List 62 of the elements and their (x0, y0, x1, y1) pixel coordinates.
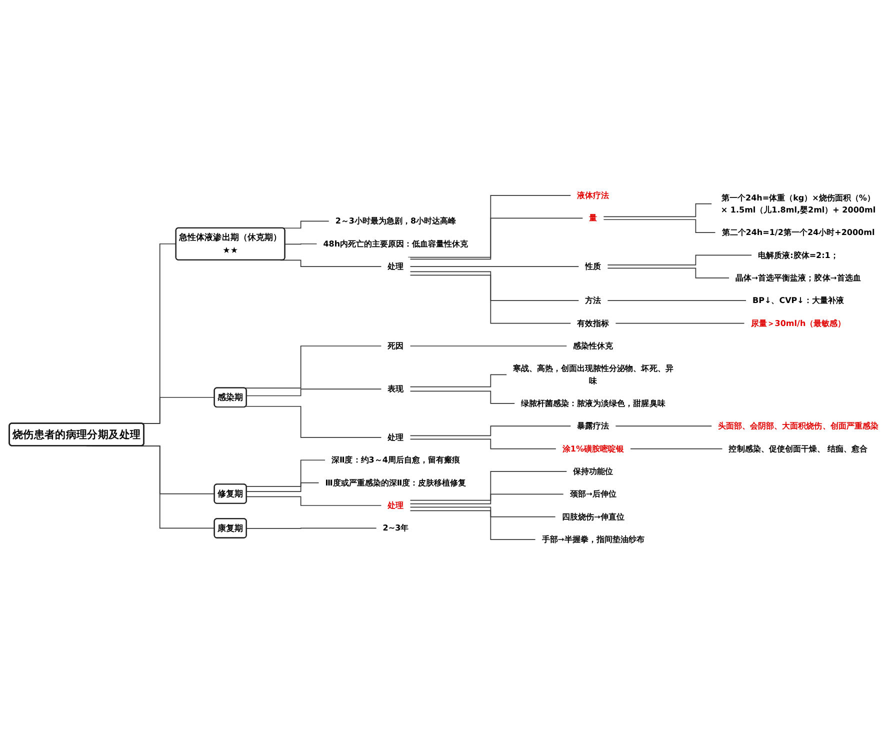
node-text: 寒战、高热，创面出现脓性分泌物、坏死、异味 (513, 364, 674, 386)
node-text: 第一个24h=体重（kg）×烧伤面积（%）× 1.5ml（儿1.8ml,婴2ml）+ 2000ml (720, 193, 876, 215)
node-text: 控制感染、促使创面干燥、 结痂、愈合 (728, 444, 868, 454)
node-text: 处理 (388, 262, 404, 272)
connector (410, 266, 580, 268)
node-text: 绿脓杆菌感染：脓液为淡绿色，甜腥臭味 (521, 398, 666, 409)
node-text: 保持功能位 (573, 467, 614, 477)
connector (410, 510, 536, 540)
connector (630, 448, 723, 450)
connector (246, 460, 326, 488)
connector (603, 204, 712, 218)
connector (410, 439, 556, 450)
node-text: 处理 (388, 501, 404, 511)
node-text: 液体疗法 (577, 191, 610, 201)
node-text: 暴露疗法 (577, 422, 610, 432)
node-text: 48h内死亡的主要原因：低血容量性休克 (323, 239, 468, 250)
connector (410, 472, 568, 502)
connector (607, 300, 747, 302)
connector (284, 244, 318, 246)
connector (408, 196, 572, 258)
connector (410, 374, 508, 388)
node-text: 手部➞半握拳，指间垫油纱布 (542, 535, 645, 545)
connector (410, 426, 572, 437)
connector (603, 220, 716, 234)
node-text: 晶体➞首选平衡盐液；胶体➞首选血 (735, 273, 861, 284)
connector (607, 255, 752, 266)
node-text: 四肢烧伤➞伸直位 (562, 512, 625, 522)
connector (410, 391, 516, 404)
connector (615, 323, 745, 324)
connector (246, 406, 382, 438)
connector (410, 507, 556, 518)
connector (243, 346, 382, 389)
node-text: 尿量＞30ml/h（最敏感） (750, 318, 846, 328)
connector (246, 496, 382, 506)
node-text: 2~3年 (382, 524, 409, 534)
connector (246, 389, 382, 397)
connector (410, 275, 572, 324)
node-text: 颈部➞后伸位 (570, 490, 617, 500)
node-text: BP↓、CVP↓：大量补液 (752, 296, 844, 306)
node-text: 涂1%磺胺嘧啶银 (562, 444, 624, 454)
node-text: 电解质液:胶体=2:1； (758, 250, 838, 260)
node-text: 感染性休克 (573, 342, 614, 352)
node-text: 深Ⅱ度：约3～4周后自愈，留有瘢痕 (331, 456, 460, 466)
connector (410, 218, 584, 260)
node-text: 第二个24h=1/2第一个24小时+2000ml (722, 228, 875, 238)
node-text: 表现 (388, 384, 404, 394)
connector (246, 528, 377, 530)
node-text: 方法 (585, 296, 602, 306)
node-text: 死因 (388, 342, 404, 352)
node-text: 处理 (388, 432, 404, 443)
connector (410, 272, 580, 302)
node-text: 2～3小时最为急剧，8小时达高峰 (335, 216, 456, 226)
node-text: 有效指标 (577, 318, 610, 328)
connector (615, 426, 712, 427)
node-text: 头面部、会阴部、大面积烧伤、创面严重感染 (718, 422, 878, 432)
connector (607, 268, 730, 279)
connector (246, 482, 320, 492)
node-text: 量 (589, 214, 598, 224)
node-text: Ⅲ度或严重感染的深Ⅱ度：皮肤移植修复 (325, 478, 466, 488)
connector (410, 494, 564, 505)
connector (410, 346, 568, 347)
node-text: 性质 (585, 262, 602, 272)
